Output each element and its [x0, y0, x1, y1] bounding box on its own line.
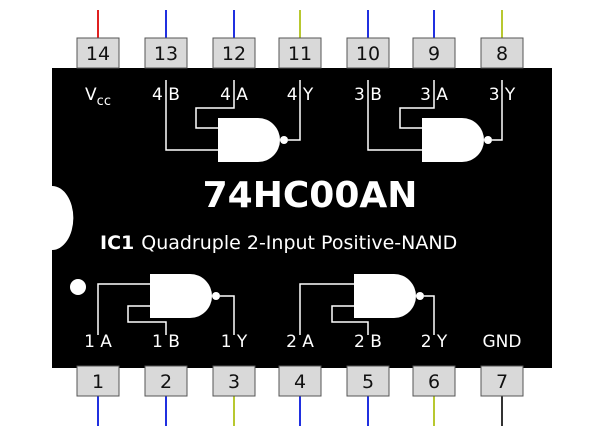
gate-3-symbol	[422, 118, 492, 162]
pin-8-box	[480, 37, 524, 69]
gate-1-input-a	[97, 283, 150, 335]
pin-9-box	[412, 37, 456, 69]
pin-8-number: 8	[496, 43, 508, 65]
chip-notch	[52, 186, 74, 250]
nand-gate-icon	[218, 118, 280, 162]
chip-description-line: IC1 Quadruple 2-Input Positive-NAND	[100, 232, 457, 254]
gate-4-symbol	[218, 118, 288, 162]
gate-2-output	[424, 295, 435, 335]
gate-3-output	[492, 80, 503, 141]
inversion-bubble-icon	[212, 292, 220, 300]
pin-3-number: 3	[228, 371, 240, 393]
pin-1-number: 1	[92, 371, 104, 393]
pin-4-label: 2 A	[286, 332, 314, 352]
gate-3-input-b	[367, 80, 422, 151]
nand-gate-icon	[150, 274, 212, 318]
pin-9-number: 9	[428, 43, 440, 65]
gate-1-symbol	[150, 274, 220, 318]
pin-1-label: 1 A	[84, 332, 112, 352]
pin-2-number: 2	[160, 371, 172, 393]
nand-gate-icon	[354, 274, 416, 318]
pin-13-box	[144, 37, 188, 69]
pin-4-box	[278, 365, 322, 397]
pin-1-box	[76, 365, 120, 397]
pin-10-number: 10	[356, 43, 380, 65]
description: Quadruple 2-Input Positive-NAND	[141, 232, 457, 254]
pin-10-box	[346, 37, 390, 69]
part-number: 74HC00AN	[203, 175, 418, 216]
pin-5-box	[346, 365, 390, 397]
gate-3-input-a	[399, 80, 435, 129]
pin-5-label: 2 B	[354, 332, 382, 352]
pin-7-number: 7	[496, 371, 508, 393]
gate-2-input-b	[331, 305, 369, 335]
internal-wiring	[97, 80, 503, 335]
gate-1-input-b	[127, 305, 167, 335]
pin-2-label: 1 B	[152, 332, 180, 352]
pin-13-number: 13	[154, 43, 178, 65]
pin-6-box	[412, 365, 456, 397]
pin-12-box	[212, 37, 256, 69]
pin-2-box	[144, 365, 188, 397]
nand-gate-icon	[422, 118, 484, 162]
gate-4-input-b	[165, 80, 218, 151]
pin-one-marker	[70, 279, 86, 295]
pin-3-box	[212, 365, 256, 397]
pin-5-number: 5	[362, 371, 374, 393]
gate-2-symbol	[354, 274, 424, 318]
inversion-bubble-icon	[280, 136, 288, 144]
pin-14-number: 14	[86, 43, 110, 65]
pin-11-box	[278, 37, 322, 69]
pin-7-box	[480, 365, 524, 397]
nand-gates	[150, 118, 492, 318]
pin-6-number: 6	[428, 371, 440, 393]
pin-wires	[97, 10, 503, 426]
pin-14-box	[76, 37, 120, 69]
gate-4-output	[288, 80, 301, 141]
pin-11-number: 11	[288, 43, 312, 65]
designator: IC1	[100, 232, 134, 254]
gate-2-input-a	[299, 283, 354, 335]
pin-6-label: 2 Y	[421, 332, 448, 352]
pin-7-label: GND	[483, 332, 522, 352]
chip-body	[52, 68, 552, 368]
pin-3-label: 1 Y	[221, 332, 248, 352]
gate-4-input-a	[195, 80, 235, 129]
inversion-bubble-icon	[416, 292, 424, 300]
pin-4-number: 4	[294, 371, 306, 393]
bottom-pin-row: 1 1 A 2 1 B 3 1 Y 4 2 A 5 2 B 6 2 Y 7 GND	[76, 332, 524, 397]
pin-12-number: 12	[222, 43, 246, 65]
inversion-bubble-icon	[484, 136, 492, 144]
gate-1-output	[220, 295, 235, 335]
pin-14-label-subscript: cc	[97, 94, 111, 109]
